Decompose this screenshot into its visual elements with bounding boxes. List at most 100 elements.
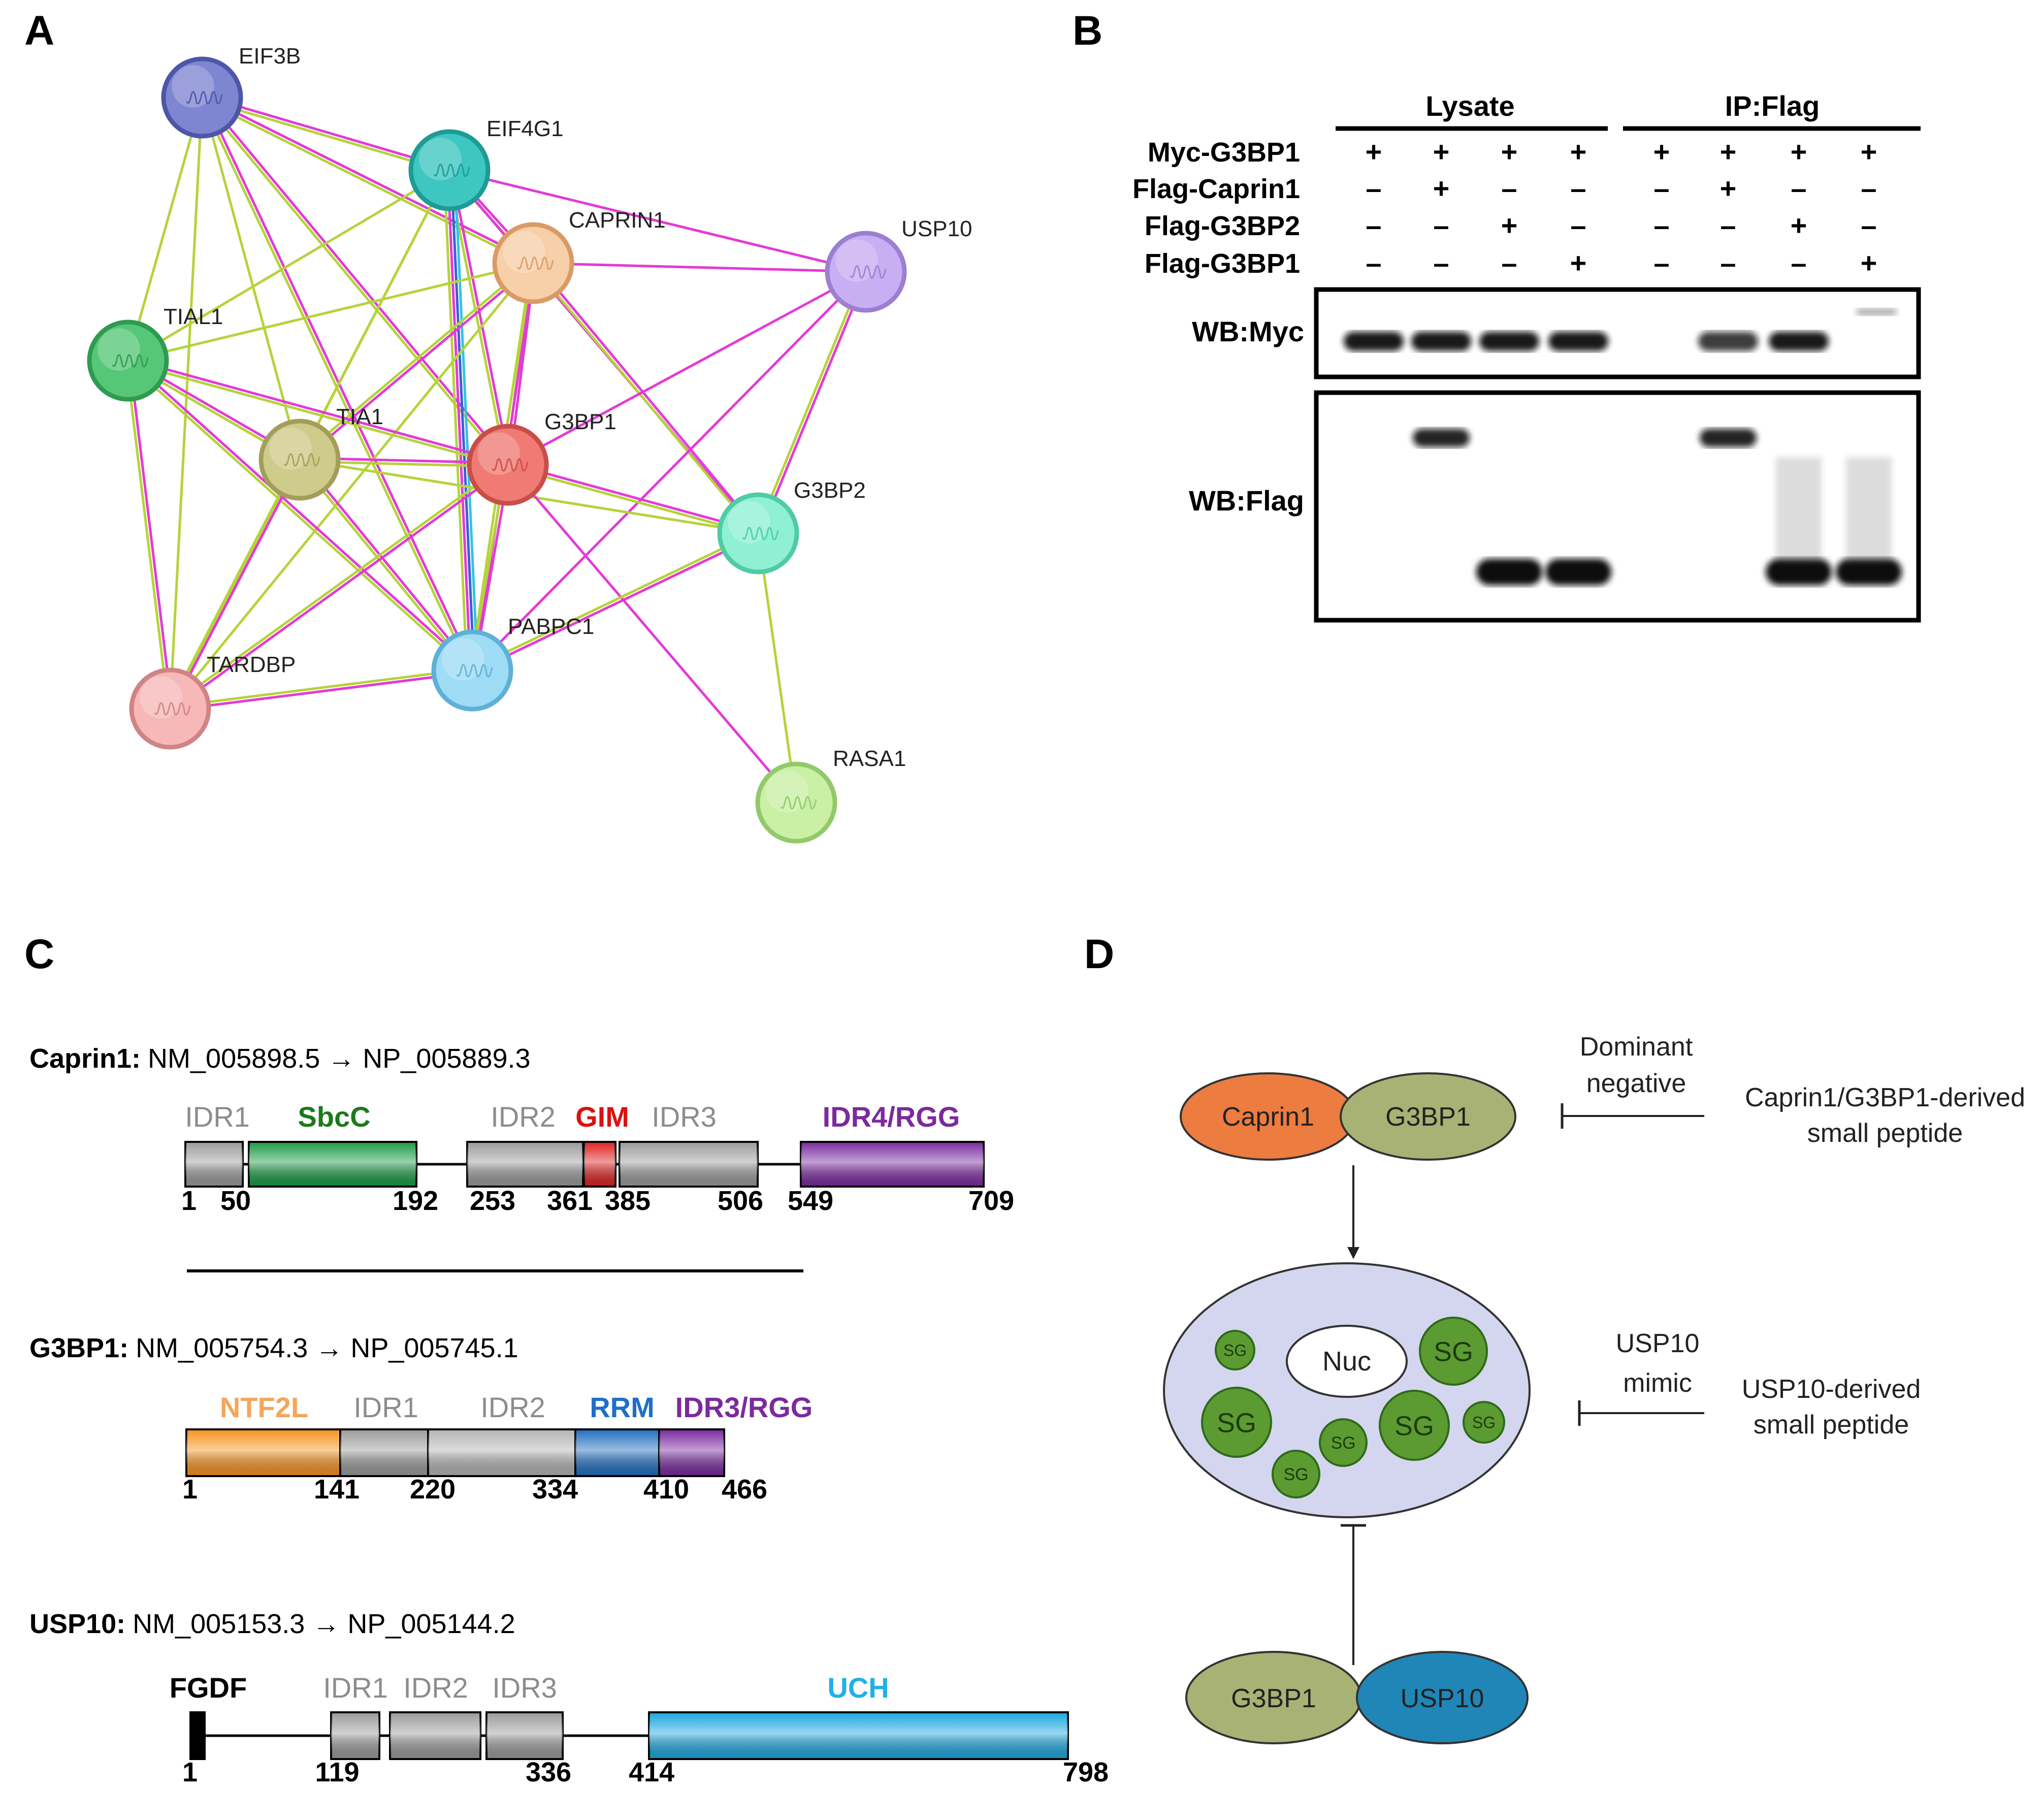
panel-label-a: A (24, 8, 54, 54)
flag-g3bp-band-lane-3 (1476, 559, 1542, 585)
edge-g3bp1-tardbp-pink (170, 465, 510, 712)
blot-mark-flag-g3bp2-lane-6: – (1720, 209, 1736, 241)
edge-usp10-g3bp2-green (755, 270, 866, 534)
node-label-tardbp: TARDBP (207, 652, 296, 677)
node-highlight-g3bp2 (728, 501, 770, 544)
g3bp1-domain-label-ntf2l: NTF2L (220, 1391, 308, 1423)
dominant-negative-line1: Dominant (1580, 1032, 1693, 1062)
blot-mark-flag-caprin1-lane-6: + (1720, 172, 1737, 204)
nucleus-label: Nuc (1322, 1346, 1371, 1377)
g3bp1-domain-label-idr3-rgg: IDR3/RGG (675, 1391, 813, 1423)
myc-band-lane-7 (1769, 332, 1829, 351)
g3bp1-domain-label-idr2: IDR2 (480, 1391, 545, 1423)
g3bp1-domain-shine-idr1 (340, 1429, 428, 1476)
caprin1-domain-label-idr4-rgg: IDR4/RGG (823, 1101, 960, 1133)
edge-eif4g1-tial1-green (126, 169, 451, 362)
stress-granule-7 (1272, 1450, 1320, 1498)
edge-g3bp2-rasa1-green (757, 532, 798, 804)
caprin1-tick-385: 385 (605, 1186, 651, 1216)
flag-g3bp-band-lane-7 (1766, 559, 1832, 585)
edge-usp10-pabpc1-pink (471, 270, 867, 672)
edge-caprin1-usp10-pink (532, 262, 867, 273)
node-highlight-usp10 (835, 239, 878, 282)
g3bp1-tick-334: 334 (532, 1474, 578, 1505)
usp10-tick-414: 414 (629, 1757, 674, 1787)
node-label-tia1: TIA1 (336, 404, 383, 429)
node-structure-icon-eif3b (186, 91, 223, 105)
wb-myc-membrane (1314, 287, 1921, 379)
dominant-negative-line2: negative (1586, 1069, 1686, 1098)
stress-granule-label-4: SG (1331, 1433, 1355, 1453)
caprin1-ellipse-label: Caprin1 (1222, 1102, 1314, 1132)
node-label-g3bp2: G3BP2 (794, 478, 866, 503)
myc-band-lane-6 (1698, 332, 1758, 351)
flag-caprin1-band-lane-2 (1413, 429, 1470, 447)
node-label-usp10: USP10 (901, 216, 972, 241)
network-node-eif4g1: EIF4G1 (408, 116, 564, 211)
node-highlight-tardbp (140, 676, 182, 719)
blot-mark-flag-caprin1-lane-3: – (1501, 172, 1517, 204)
usp10-mimic-line1: USP10 (1616, 1329, 1700, 1358)
stress-granule-5 (1379, 1390, 1450, 1461)
g3bp1-tick-466: 466 (722, 1474, 767, 1505)
node-structure-icon-g3bp2 (742, 527, 779, 540)
edge-g3bp1-g3bp2-green (506, 465, 759, 536)
edge-g3bp1-rasa1-pink (506, 463, 798, 804)
wb-flag-membrane (1314, 390, 1921, 623)
edge-eif4g1-pabpc1-cyan (453, 169, 479, 672)
g3bp1-domain-shine-ntf2l (186, 1429, 340, 1476)
wb-myc-label: WB:Myc (1192, 315, 1304, 347)
blot-mark-flag-g3bp1-lane-2: – (1433, 247, 1449, 279)
caprin1-domain-shine-gim (584, 1142, 615, 1187)
node-structure-icon-tia1 (283, 453, 320, 467)
wb-flag-bands (1413, 429, 1902, 585)
node-structure-icon-usp10 (850, 265, 887, 279)
usp10-tick-798: 798 (1063, 1757, 1109, 1787)
caprin1-tick-361: 361 (547, 1186, 593, 1216)
node-circle-eif3b (161, 56, 243, 139)
edge-pabpc1-tardbp-green (169, 667, 474, 709)
caprin1-domain-label-idr1: IDR1 (185, 1101, 250, 1133)
edge-tial1-tardbp-green (125, 359, 170, 710)
network-node-caprin1: CAPRIN1 (492, 208, 666, 304)
edge-g3bp1-g3bp2-pink (507, 462, 760, 533)
blot-mark-flag-caprin1-lane-7: – (1791, 172, 1806, 204)
g3bp1-ellipse-label-top: G3BP1 (1385, 1102, 1471, 1132)
node-highlight-rasa1 (766, 770, 808, 813)
edge-eif3b-tial1-green (126, 96, 204, 362)
edge-caprin1-tardbp-green (169, 262, 535, 710)
node-structure-icon-caprin1 (517, 257, 554, 270)
g3bp1-tick-141: 141 (314, 1474, 360, 1505)
blot-row-label-myc-g3bp1: Myc-G3BP1 (1148, 137, 1300, 168)
node-circle-eif4g1 (408, 129, 491, 211)
edge-caprin1-g3bp2-pink (533, 261, 761, 534)
usp10-tick-336: 336 (526, 1757, 571, 1787)
myc-band-lane-3 (1479, 332, 1539, 351)
stress-granule-label-7: SG (1283, 1465, 1308, 1484)
blot-row-label-flag-g3bp2: Flag-G3BP2 (1145, 211, 1300, 241)
stress-granule-label-2: SG (1434, 1336, 1473, 1367)
usp10-peptide-line1: USP10-derived (1742, 1375, 1921, 1404)
caprin1-domain-label-sbcc: SbcC (298, 1101, 370, 1133)
edge-caprin1-tial1-green (126, 262, 535, 362)
blot-mark-flag-caprin1-lane-4: – (1570, 172, 1586, 204)
g3bp1-tick-1: 1 (182, 1474, 198, 1505)
edge-eif3b-caprin1-pink (202, 94, 536, 263)
edge-g3bp2-pabpc1-green (470, 530, 759, 670)
g3bp1-accession: NM_005754.3 → NP_005745.1 (136, 1333, 518, 1363)
stress-granule-2 (1419, 1317, 1488, 1386)
usp10-domain-label-uch: UCH (827, 1672, 889, 1704)
node-circle-pabpc1 (431, 629, 513, 712)
blot-mark-flag-g3bp2-lane-7: + (1791, 209, 1807, 241)
caprin1-name: Caprin1: (29, 1043, 141, 1074)
network-node-usp10: USP10 (825, 216, 972, 313)
caprin1-domain-label-idr3: IDR3 (652, 1101, 717, 1133)
network-node-tial1: TIAL1 (87, 304, 223, 402)
edge-eif4g1-pabpc1-blue (449, 169, 475, 672)
edge-eif4g1-g3bp1-pink (449, 168, 511, 466)
edge-eif3b-caprin1-green (200, 98, 534, 266)
network-node-rasa1: RASA1 (755, 746, 906, 844)
